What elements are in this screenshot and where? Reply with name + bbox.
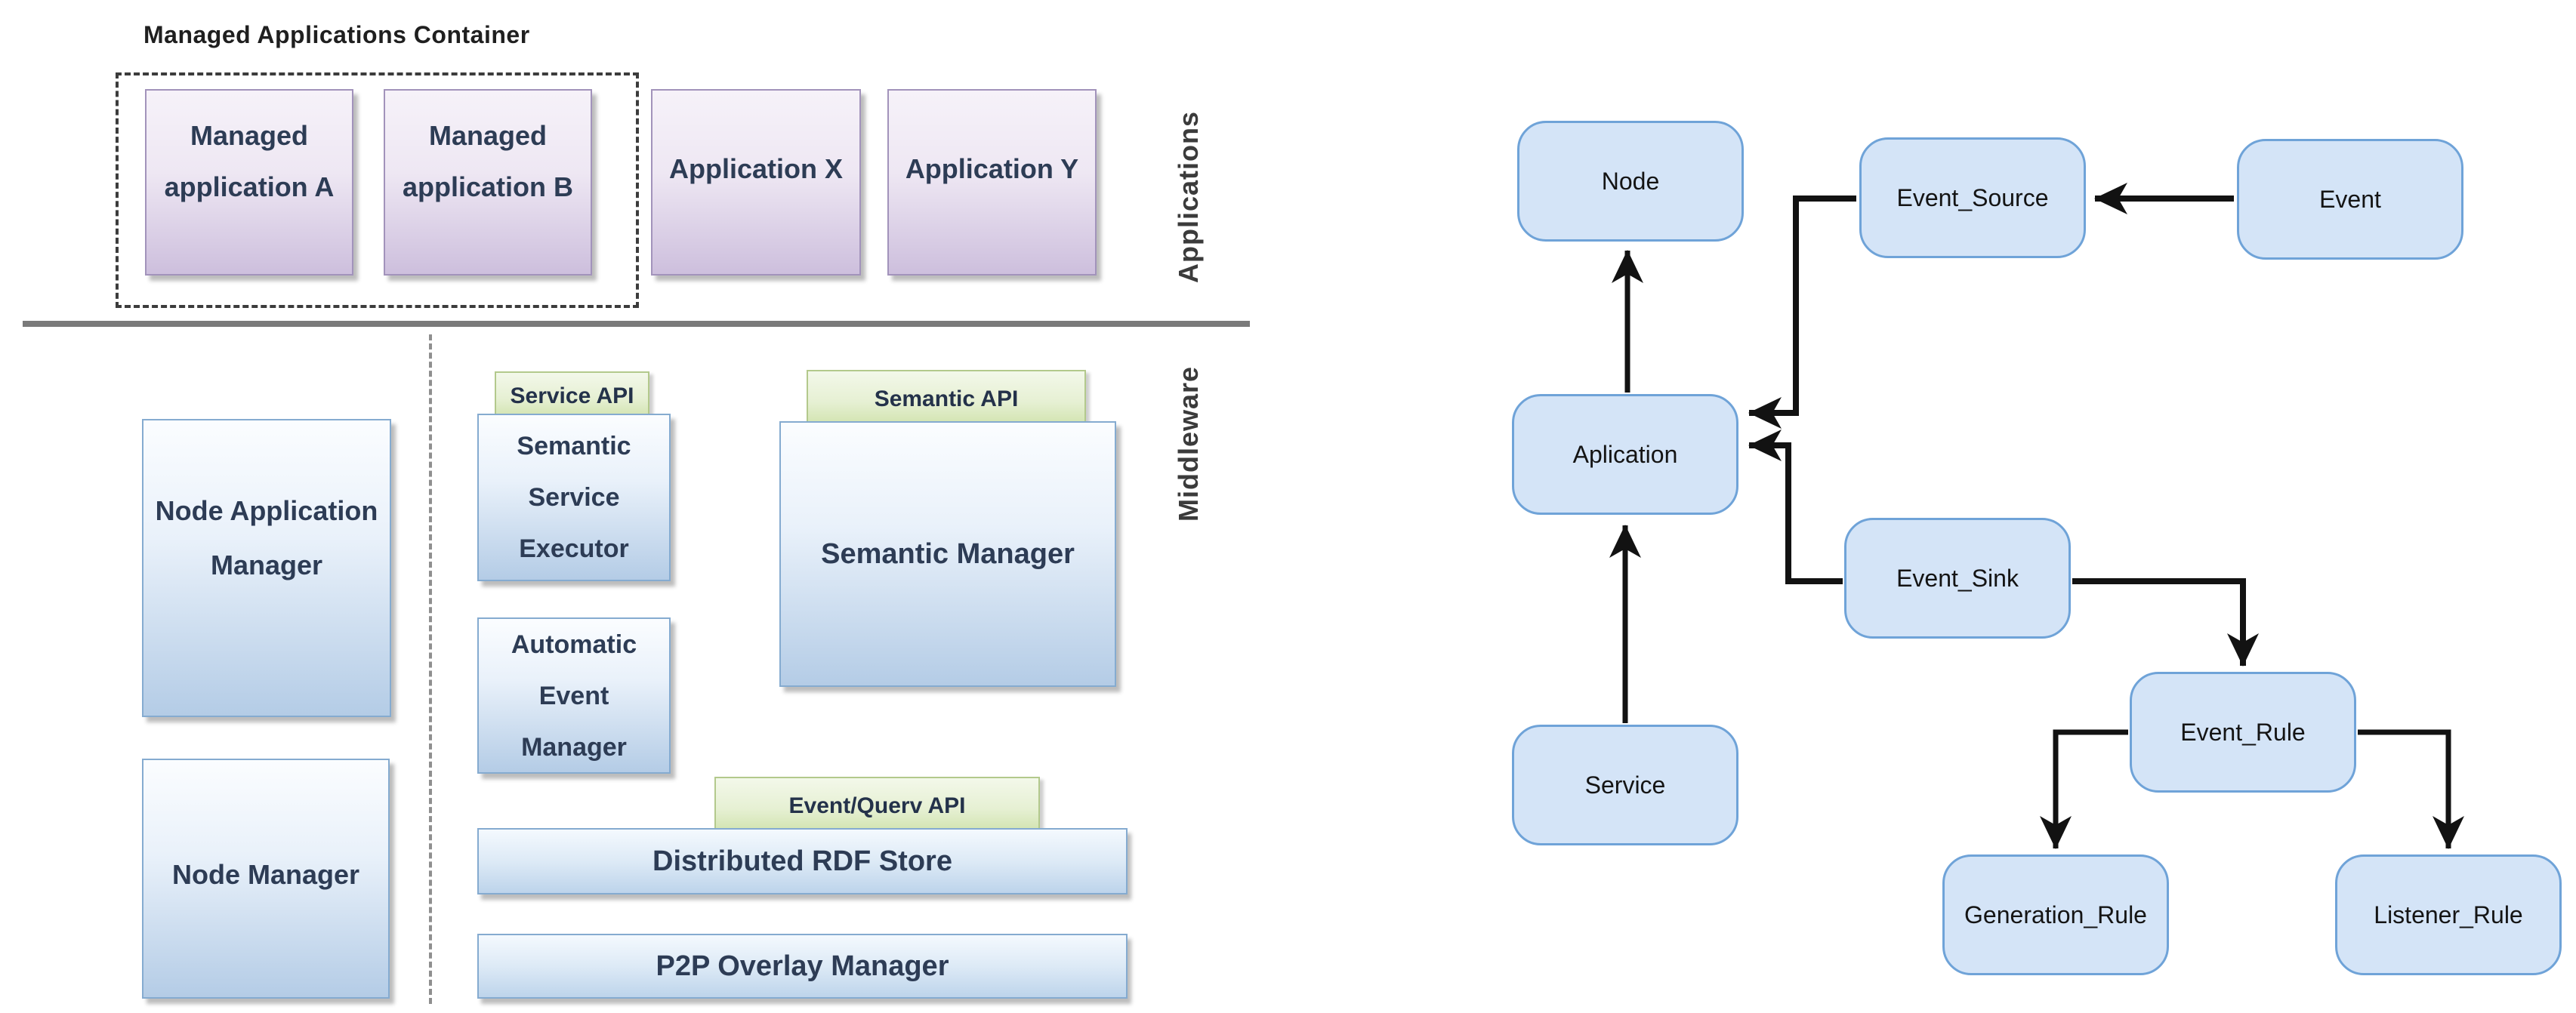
tab-label: Event/Querv API	[788, 793, 966, 818]
box-managed-application-b: Managed application B	[384, 89, 592, 276]
box-label: Distributed RDF Store	[652, 845, 952, 877]
box-label: Managed application B	[402, 119, 574, 202]
box-label: Node Application Manager	[155, 494, 378, 580]
box-semantic-manager: Semantic Manager	[779, 421, 1116, 687]
box-application-x: Application X	[651, 89, 861, 276]
node-label: Event	[2319, 185, 2381, 213]
box-node-application-manager: Node Application Manager	[142, 419, 391, 717]
semantic-api-tab: Semantic API	[807, 370, 1086, 429]
node-label: Generation_Rule	[1964, 901, 2147, 928]
box-label: Semantic Manager	[821, 538, 1075, 570]
box-label: Managed application A	[164, 119, 335, 202]
service-api-tab: Service API	[495, 371, 649, 421]
event-query-api-tab: Event/Querv API	[714, 777, 1040, 836]
node-label: Listener_Rule	[2374, 901, 2523, 928]
box-distributed-rdf-store: Distributed RDF Store	[477, 828, 1128, 894]
node-label: Aplication	[1572, 440, 1678, 468]
node-box-event-rule: Event_Rule	[2130, 672, 2356, 793]
box-label: Semantic Service Executor	[517, 432, 631, 563]
box-managed-application-a: Managed application A	[145, 89, 353, 276]
box-label: P2P Overlay Manager	[656, 950, 949, 982]
node-label: Event_Source	[1896, 183, 2049, 211]
node-box-event-sink: Event_Sink	[1844, 518, 2071, 639]
node-box-service: Service	[1512, 725, 1738, 845]
box-label: Application Y	[905, 152, 1079, 184]
node-box-event-source: Event_Source	[1859, 137, 2086, 258]
node-box-node: Node	[1517, 121, 1744, 242]
tab-label: Service API	[510, 383, 634, 408]
box-semantic-service-executor: Semantic Service Executor	[477, 414, 671, 581]
node-box-aplication: Aplication	[1512, 394, 1738, 515]
node-box-event: Event	[2237, 139, 2463, 260]
box-node-manager: Node Manager	[142, 759, 390, 999]
box-label: Application X	[668, 152, 843, 184]
box-label: Automatic Event Manager	[511, 630, 637, 762]
box-p2p-overlay-manager: P2P Overlay Manager	[477, 934, 1128, 999]
box-automatic-event-manager: Automatic Event Manager	[477, 617, 671, 774]
node-box-listener-rule: Listener_Rule	[2335, 854, 2562, 975]
node-label: Event_Rule	[2180, 718, 2306, 746]
node-box-generation-rule: Generation_Rule	[1942, 854, 2169, 975]
managed-applications-container-outline	[116, 72, 639, 308]
node-label: Event_Sink	[1896, 564, 2019, 592]
node-label: Node	[1601, 167, 1660, 195]
tab-label: Semantic API	[874, 386, 1019, 411]
box-label: Node Manager	[171, 859, 360, 890]
box-application-y: Application Y	[887, 89, 1097, 276]
layer-divider-line	[23, 321, 1250, 327]
node-label: Service	[1584, 771, 1666, 799]
managed-applications-container-label: Managed Applications Container	[143, 21, 530, 48]
middleware-separator-dashed-line	[429, 334, 432, 1004]
